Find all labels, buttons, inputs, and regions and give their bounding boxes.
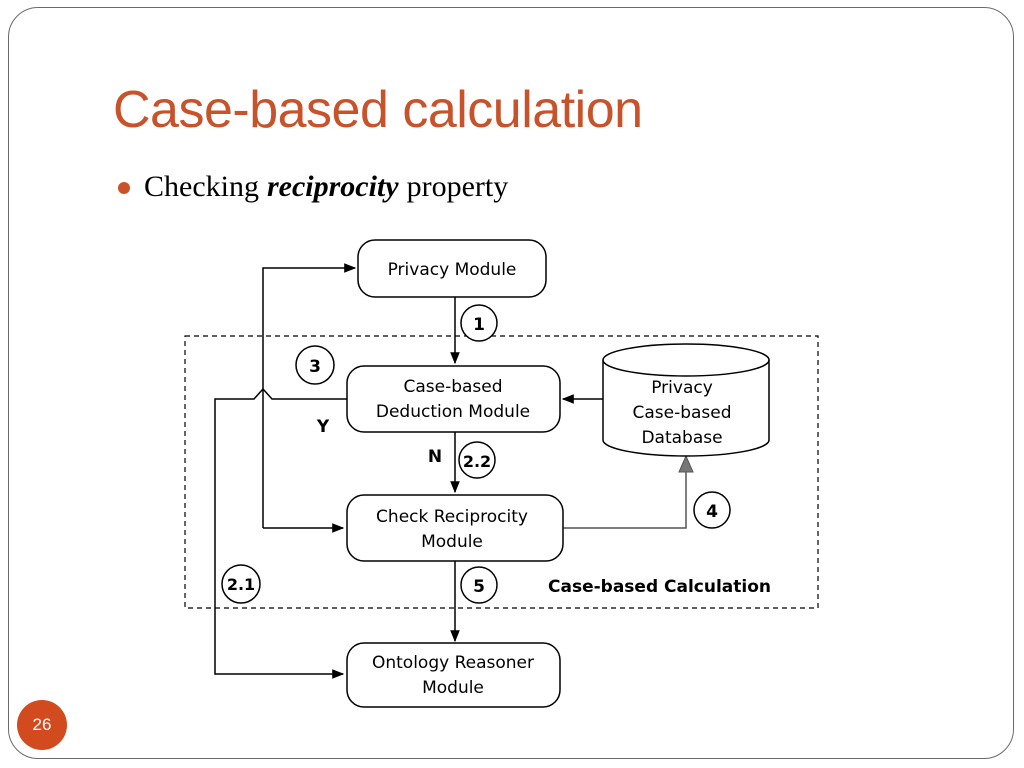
- svg-text:4: 4: [706, 502, 718, 522]
- reciprocity-module-node: Check Reciprocity Module: [346, 494, 564, 562]
- svg-text:5: 5: [473, 577, 485, 597]
- group-label: Case-based Calculation: [548, 577, 771, 597]
- step-badge-4: 4: [693, 491, 731, 529]
- database-arrowhead: [678, 454, 694, 473]
- database-label-line1: Privacy: [651, 378, 713, 398]
- step-badge-1: 1: [460, 304, 498, 342]
- case-based-calculation-group: [184, 335, 819, 609]
- page-number-badge: 26: [17, 700, 67, 750]
- bullet-emphasis: reciprocity: [266, 170, 399, 203]
- step-badge-5: 5: [460, 566, 498, 604]
- slide-frame: [8, 7, 1014, 759]
- reciprocity-module-label-line2: Module: [421, 532, 483, 552]
- step-badge-2-1: 2.1: [221, 564, 261, 604]
- database-node: Privacy Case-based Database: [602, 343, 770, 457]
- privacy-module-label: Privacy Module: [388, 260, 517, 280]
- database-label-line3: Database: [641, 428, 722, 448]
- step-badge-3: 3: [295, 345, 335, 385]
- slide-title: Case-based calculation: [113, 81, 643, 139]
- bullet-icon: [118, 182, 130, 194]
- edge-deduction-to-ontology: [214, 387, 347, 679]
- ontology-module-label-line2: Module: [422, 678, 484, 698]
- step-badge-2-2: 2.2: [458, 441, 496, 479]
- svg-text:3: 3: [309, 357, 321, 377]
- reciprocity-module-label-line1: Check Reciprocity: [376, 507, 528, 527]
- svg-text:2.2: 2.2: [463, 452, 491, 471]
- ontology-module-label-line1: Ontology Reasoner: [372, 653, 534, 673]
- deduction-module-label-line1: Case-based: [403, 377, 502, 397]
- edge-loop-to-privacy: [262, 263, 357, 528]
- bullet-suffix: property: [406, 170, 509, 203]
- deduction-module-node: Case-based Deduction Module: [346, 365, 561, 433]
- deduction-module-label-line2: Deduction Module: [376, 402, 530, 422]
- database-label-line2: Case-based: [632, 403, 731, 423]
- bullet-prefix: Checking: [144, 170, 259, 203]
- edge-reciprocity-to-database: [563, 460, 687, 529]
- privacy-module-node: Privacy Module: [357, 239, 547, 298]
- svg-text:2.1: 2.1: [227, 575, 255, 594]
- svg-text:1: 1: [473, 315, 485, 335]
- branch-label-no: N: [428, 447, 442, 467]
- bullet-item: Checking reciprocity property: [118, 170, 508, 204]
- ontology-module-node: Ontology Reasoner Module: [346, 642, 561, 708]
- branch-label-yes: Y: [316, 417, 330, 437]
